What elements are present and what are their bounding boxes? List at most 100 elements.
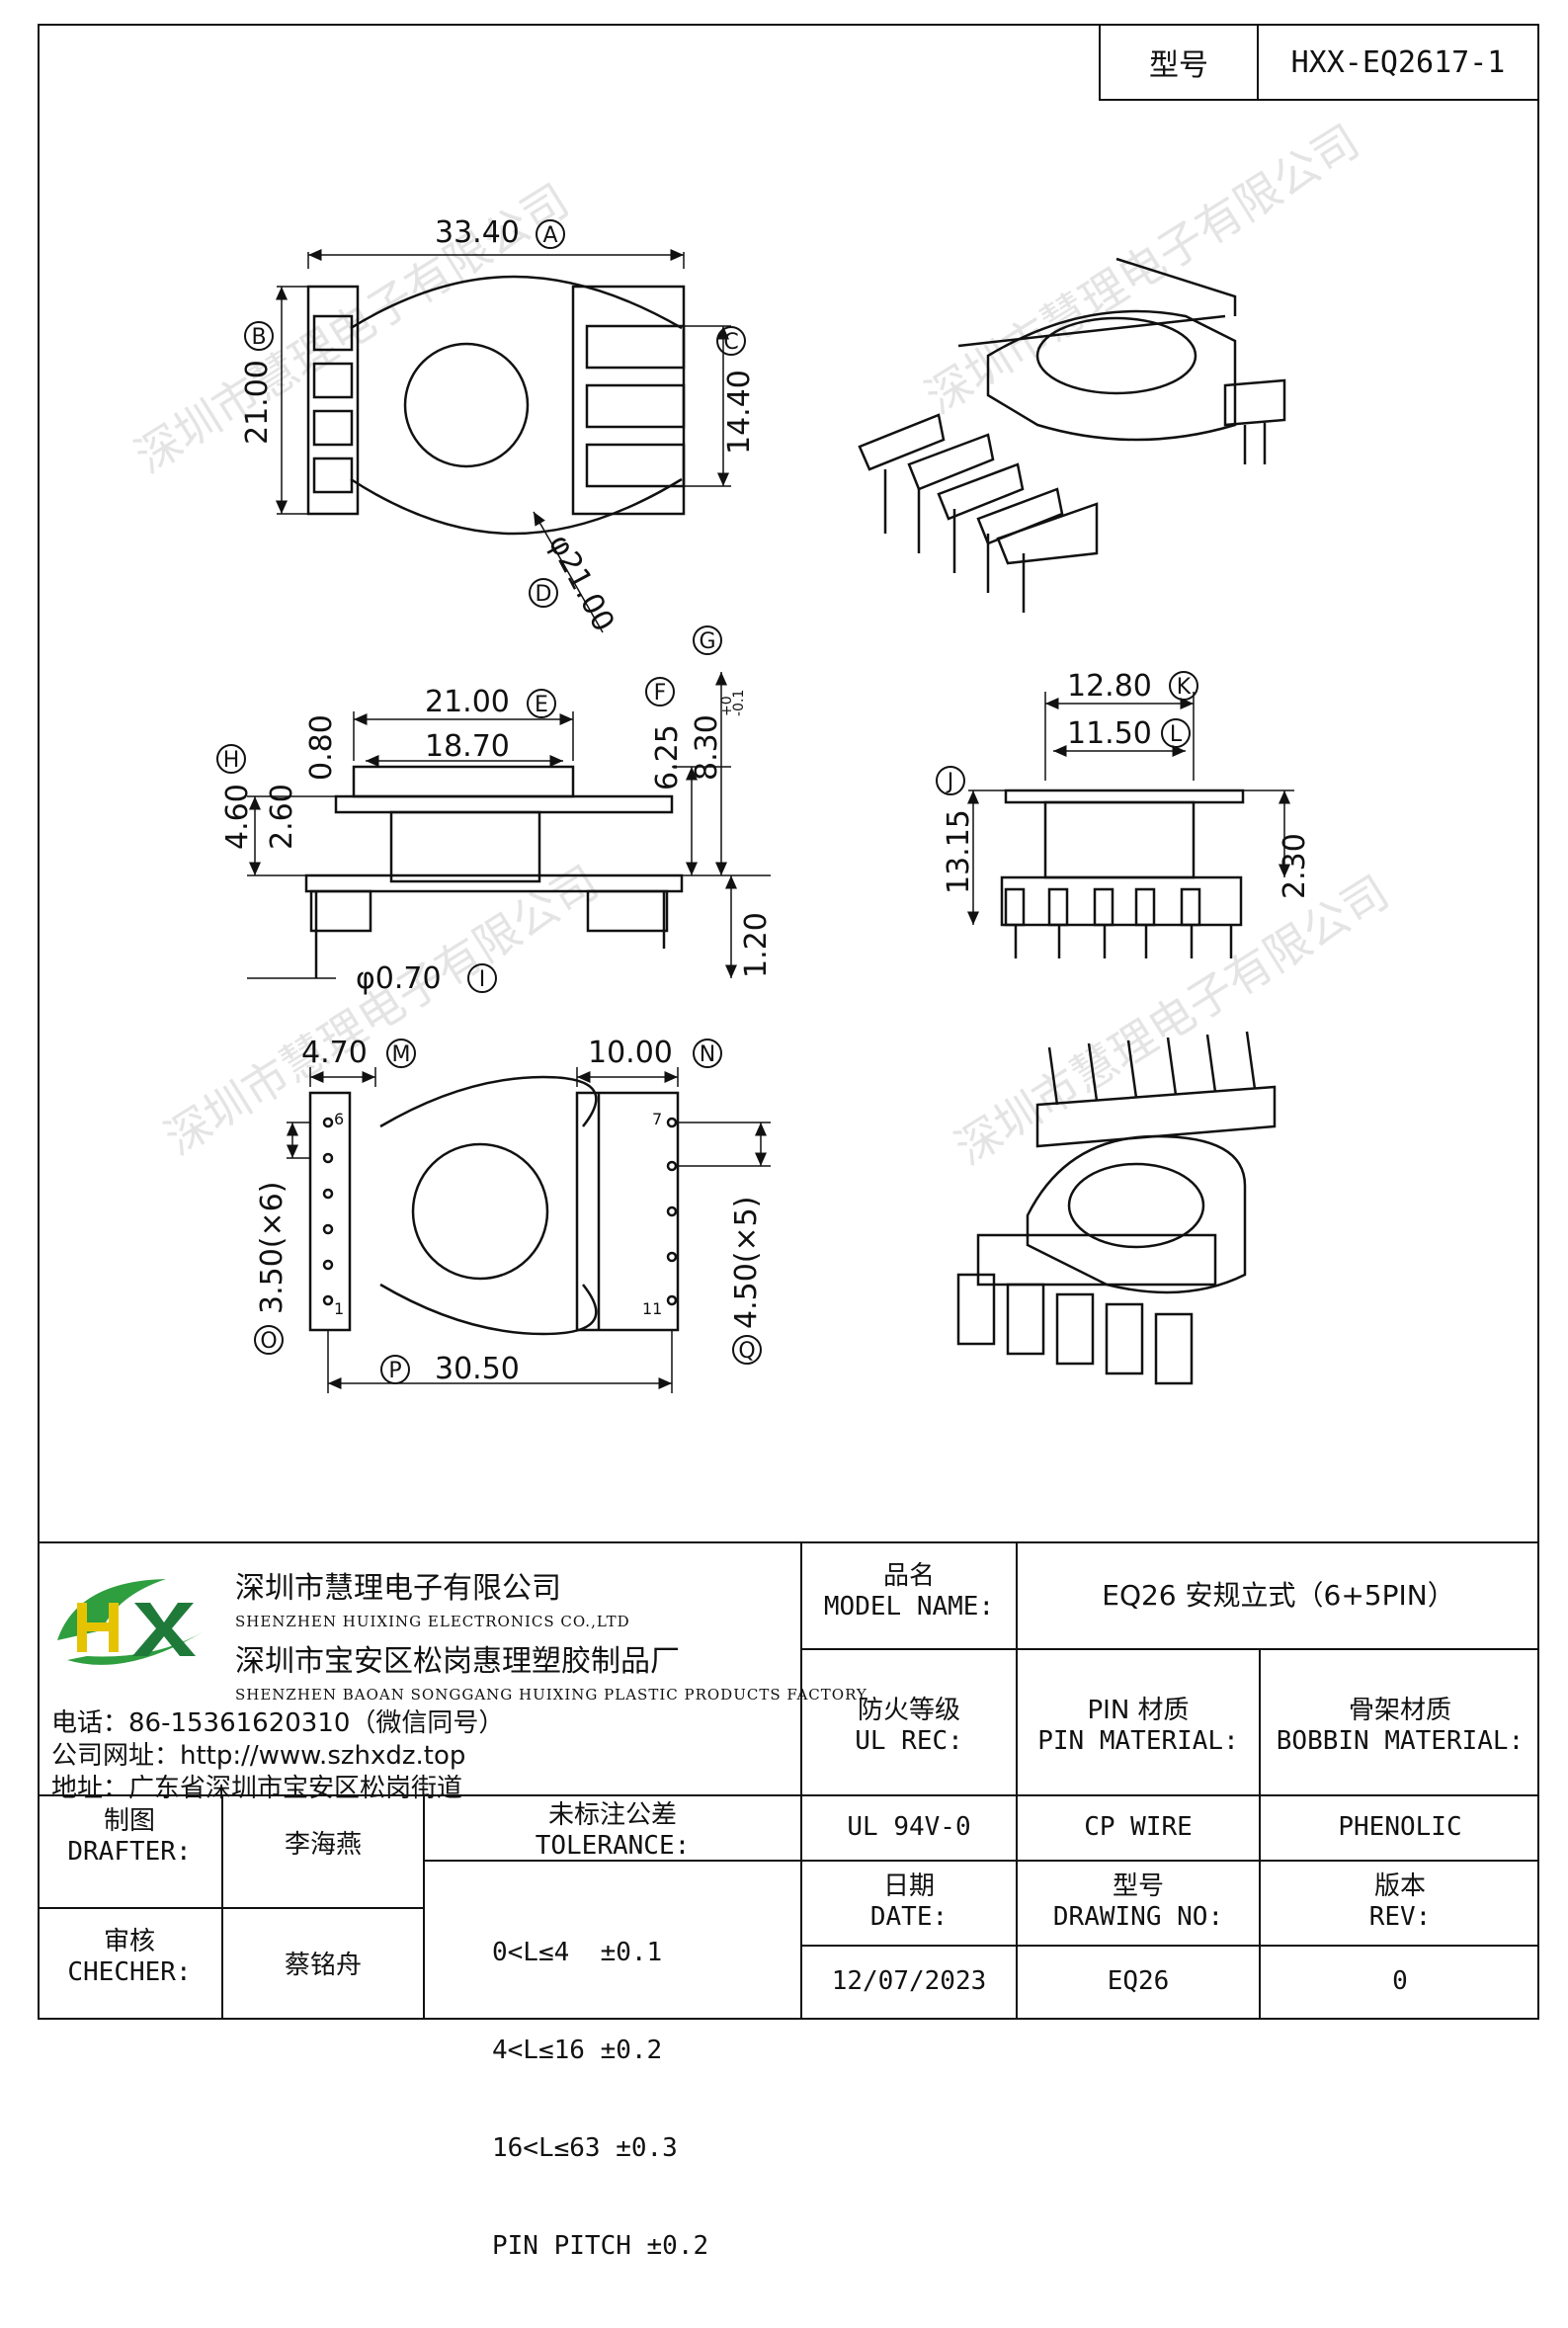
model-label: 型号 xyxy=(1101,26,1259,99)
dim-F: 6.25 xyxy=(650,724,685,790)
date-value: 12/07/2023 xyxy=(831,1966,987,1996)
address-text: 地址：广东省深圳市宝安区松岗街道 xyxy=(51,1774,463,1803)
contact-block: 电话：86-15361620310（微信同号） 公司网址：http://www.… xyxy=(51,1707,504,1805)
callout-I: I xyxy=(467,963,497,993)
tolerance-line: 4<L≤16 ±0.2 xyxy=(492,2036,663,2065)
callout-H: H xyxy=(216,744,246,774)
technical-drawing: 深圳市慧理电子有限公司 深圳市慧理电子有限公司 深圳市慧理电子有限公司 深圳市慧… xyxy=(125,114,1398,1393)
dim-G-tol-minus: -0.1 xyxy=(731,690,747,716)
tolerance-line: 16<L≤63 ±0.3 xyxy=(492,2133,678,2163)
svg-text:K: K xyxy=(1177,675,1192,700)
callout-group: A B C D E F G H I J K L M N O P Q xyxy=(216,219,1198,1384)
svg-text:O: O xyxy=(260,1329,277,1354)
model-number-box: 型号 HXX-EQ2617-1 xyxy=(1099,24,1539,101)
svg-text:A: A xyxy=(542,223,557,248)
dim-G-tol-plus: +0 xyxy=(719,696,735,716)
svg-text:P: P xyxy=(388,1359,401,1383)
callout-D: D xyxy=(529,578,558,608)
isometric-view-bottom xyxy=(956,1031,1277,1385)
svg-text:C: C xyxy=(723,330,738,355)
callout-O: O xyxy=(254,1325,284,1355)
drawing-frame xyxy=(38,24,1539,2020)
pin-label-7: 7 xyxy=(652,1110,662,1128)
tolerance-line: 0<L≤4 ±0.1 xyxy=(492,1938,663,1967)
dim-L: 11.50 xyxy=(1067,716,1152,751)
dim-C: 14.40 xyxy=(722,370,757,455)
svg-text:J: J xyxy=(946,770,954,794)
callout-P: P xyxy=(380,1355,410,1384)
pin-label-6: 6 xyxy=(334,1110,344,1128)
dim-h-a: 0.80 xyxy=(304,714,339,781)
company-logo xyxy=(57,1579,206,1665)
dim-P: 30.50 xyxy=(435,1352,520,1386)
callout-A: A xyxy=(536,219,565,249)
svg-text:I: I xyxy=(479,967,486,992)
checker-value: 蔡铭舟 xyxy=(284,1951,362,1980)
drafter-value: 李海燕 xyxy=(284,1830,362,1860)
dim-G: 8.30 xyxy=(690,714,724,781)
svg-text:L: L xyxy=(1170,722,1183,747)
dim-B: 21.00 xyxy=(240,360,275,445)
phone-text: 电话：86-15361620310（微信同号） xyxy=(51,1708,505,1738)
watermark-group: 深圳市慧理电子有限公司 深圳市慧理电子有限公司 深圳市慧理电子有限公司 深圳市慧… xyxy=(125,114,1398,1175)
company-name-cn: 深圳市慧理电子有限公司 xyxy=(235,1571,561,1606)
isometric-view-top xyxy=(858,257,1286,613)
dim-E: 21.00 xyxy=(425,685,510,719)
factory-name-en: SHENZHEN BAOAN SONGGANG HUIXING PLASTIC … xyxy=(235,1686,867,1704)
dim-K: 12.80 xyxy=(1067,669,1152,704)
dim-O: 3.50(×6) xyxy=(255,1182,289,1314)
callout-B: B xyxy=(244,321,274,351)
side-view xyxy=(967,692,1294,958)
model-name-value: EQ26 安规立式（6+5PIN） xyxy=(1102,1579,1455,1612)
dim-A: 33.40 xyxy=(435,215,520,250)
pin-label-1: 1 xyxy=(334,1299,344,1318)
callout-J: J xyxy=(936,766,965,795)
title-block: 深圳市慧理电子有限公司 SHENZHEN HUIXING ELECTRONICS… xyxy=(38,1541,1539,2261)
ul-rec-value: UL 94V-0 xyxy=(847,1812,971,1842)
svg-text:Q: Q xyxy=(738,1339,755,1364)
company-name-en: SHENZHEN HUIXING ELECTRONICS CO.,LTD xyxy=(235,1613,630,1630)
bobbin-material-value: PHENOLIC xyxy=(1338,1812,1462,1842)
callout-K: K xyxy=(1169,671,1198,701)
dim-Q: 4.50(×5) xyxy=(729,1197,764,1329)
callout-M: M xyxy=(386,1039,416,1068)
dim-h-c: 1.20 xyxy=(739,912,774,978)
svg-text:B: B xyxy=(251,325,266,350)
svg-text:H: H xyxy=(223,748,240,773)
dim-e-inner: 18.70 xyxy=(425,729,510,764)
tolerance-line: PIN PITCH ±0.2 xyxy=(492,2231,709,2261)
svg-text:N: N xyxy=(700,1042,715,1067)
front-view xyxy=(247,672,771,979)
dim-j-b: 2.30 xyxy=(1278,833,1312,899)
callout-E: E xyxy=(527,689,556,718)
svg-text:G: G xyxy=(699,629,715,654)
callout-N: N xyxy=(693,1039,722,1068)
callout-F: F xyxy=(645,677,675,707)
pin-material-value: CP WIRE xyxy=(1084,1812,1193,1842)
drawing-no-value: EQ26 xyxy=(1107,1966,1170,1996)
dim-I: φ0.70 xyxy=(356,961,442,996)
callout-L: L xyxy=(1161,718,1191,748)
callout-C: C xyxy=(716,326,746,356)
tolerance-list: 0<L≤4 ±0.1 4<L≤16 ±0.2 16<L≤63 ±0.3 PIN … xyxy=(492,1871,788,2328)
watermark-3: 深圳市慧理电子有限公司 xyxy=(155,855,608,1165)
pin-label-11: 11 xyxy=(642,1299,662,1318)
company-block: 深圳市慧理电子有限公司 SHENZHEN HUIXING ELECTRONICS… xyxy=(235,1563,867,1704)
svg-text:M: M xyxy=(392,1042,411,1067)
factory-name-cn: 深圳市宝安区松岗惠理塑胶制品厂 xyxy=(235,1644,680,1679)
top-view xyxy=(276,249,731,633)
dim-H: 4.60 xyxy=(220,784,255,850)
watermark-4: 深圳市慧理电子有限公司 xyxy=(946,865,1398,1175)
dim-J: 13.15 xyxy=(942,809,976,894)
svg-text:D: D xyxy=(536,582,552,607)
dim-N: 10.00 xyxy=(588,1036,673,1070)
